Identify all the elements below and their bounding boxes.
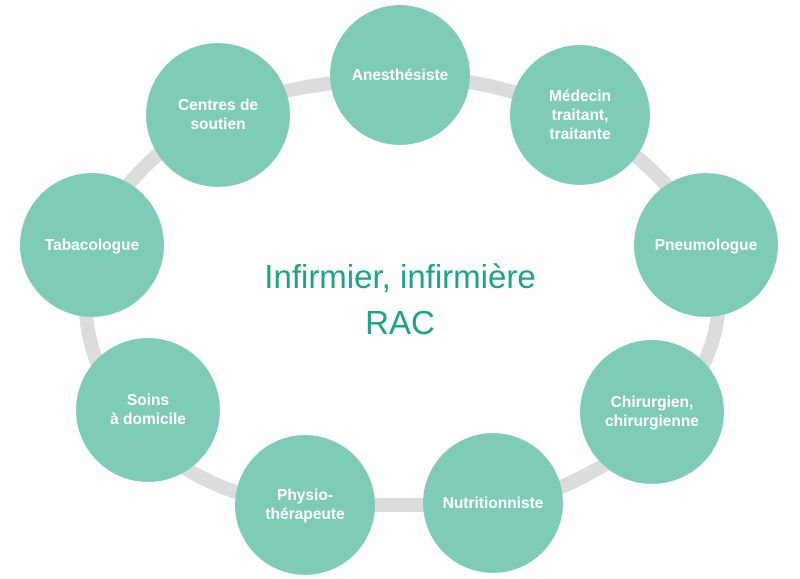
- center-title-line1: Infirmier, infirmière: [264, 258, 536, 295]
- node-physiotherapeute-label: Physio- thérapeute: [265, 487, 345, 523]
- node-pneumologue-label: Pneumologue: [654, 236, 758, 254]
- nodes-layer: [20, 5, 778, 575]
- node-physiotherapeute-circle: [235, 435, 375, 575]
- center-title: Infirmier, infirmière RAC: [200, 254, 600, 346]
- node-tabacologue-circle: [20, 173, 164, 317]
- node-soins-domicile-label: Soins à domicile: [110, 392, 186, 428]
- node-anesthesiste-circle: [330, 5, 470, 145]
- center-title-line2: RAC: [365, 304, 435, 341]
- node-tabacologue-label: Tabacologue: [44, 236, 140, 254]
- node-centres-soutien-circle: [146, 43, 290, 187]
- node-medecin-traitant-label: Médecin traitant, traitante: [548, 87, 611, 143]
- node-soins-domicile-circle: [76, 338, 220, 482]
- node-chirurgien-label: Chirurgien, chirurgienne: [605, 394, 699, 430]
- node-anesthesiste-label: Anesthésiste: [351, 66, 449, 84]
- node-pneumologue-circle: [634, 173, 778, 317]
- node-centres-soutien-label: Centres de soutien: [177, 97, 259, 133]
- node-nutritionniste-label: Nutritionniste: [442, 494, 544, 512]
- node-chirurgien-circle: [580, 340, 724, 484]
- node-nutritionniste-circle: [423, 433, 563, 573]
- node-medecin-traitant-circle: [510, 45, 650, 185]
